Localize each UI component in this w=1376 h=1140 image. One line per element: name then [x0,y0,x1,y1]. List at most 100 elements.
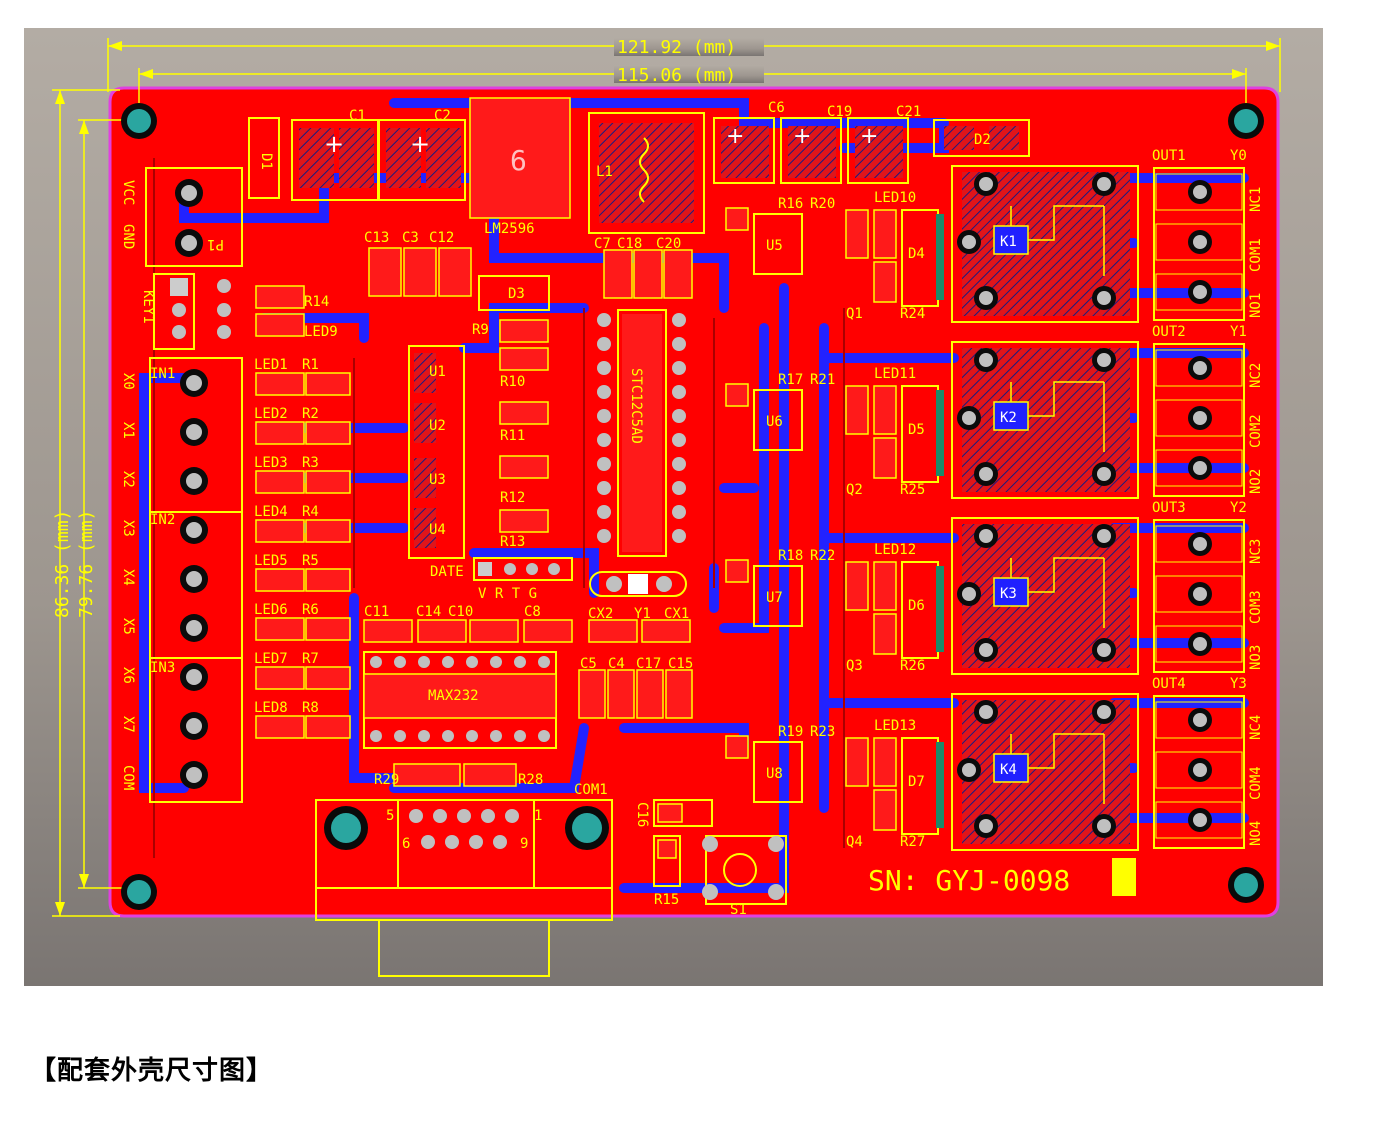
resistor-label: R18 [778,548,803,564]
label-in1: IN1 [150,366,175,382]
mcu-pin [672,361,686,375]
opto-outline [753,389,803,451]
label-c1: C1 [349,108,366,124]
diode-label: D5 [908,422,925,438]
terminal-pin-via [1193,537,1207,551]
resistor-pad [305,715,351,739]
com-label: COM4 [1248,766,1264,800]
input-led-label: LED7 [254,651,288,667]
terminal-pin-via [1193,713,1207,727]
input-resistor-label: R1 [302,357,319,373]
input-pin-label: X0 [120,373,136,390]
terminal-pin-via [1193,637,1207,651]
resistor-label: R21 [810,372,835,388]
label-c18: C18 [617,236,642,252]
max232-pin [418,730,430,742]
max232-pin [514,656,526,668]
terminal-cell [1155,751,1243,789]
terminal-cell [1155,173,1243,211]
mcu-pin [597,385,611,399]
label-in2: IN2 [150,512,175,528]
terminal-pin-via [1193,285,1207,299]
terminal-cell [1155,525,1243,563]
relay-contact-line [1010,381,1105,452]
input-terminal-via [186,767,202,783]
resistor-pad [873,261,897,303]
label-u1: U1 [429,364,446,380]
resistor-pad [845,737,869,787]
label-c19: C19 [827,104,852,120]
regulator-mark: 6 [510,144,527,177]
input-resistor-label: R6 [302,602,319,618]
transistor-label: Q1 [846,306,863,322]
resistor-pad [305,470,351,494]
svg-text:+: + [324,130,344,158]
label-c7: C7 [594,236,611,252]
max232-pin [394,730,406,742]
nc-label: NC2 [1248,363,1264,388]
serial-number: SN: GYJ-0098 [868,864,1070,897]
label-c6: C6 [768,100,785,116]
terminal-pin-via [1193,763,1207,777]
label-d1: D1 [258,153,274,170]
relay-label: K2 [1000,410,1017,426]
resistor-pad [725,207,749,231]
input-pin-label: X2 [120,471,136,488]
relay-pin-via [979,643,993,657]
transistor-label: Q3 [846,658,863,674]
label-d2: D2 [974,132,991,148]
no-label: NO4 [1248,821,1264,846]
label-mcu: STC12C5AD [628,368,644,444]
relay-pin-via [1097,177,1111,191]
input-terminal-via [186,571,202,587]
opto-label: U6 [766,414,783,430]
label-db-5: 5 [386,808,394,824]
resistor-pad [873,737,897,787]
mcu-pin [597,337,611,351]
input-led-label: LED2 [254,406,288,422]
relay-contact-line [1010,557,1105,628]
relay-pin-via [979,819,993,833]
terminal-cell [1155,801,1243,839]
mcu-pin [672,313,686,327]
relay-pin-via [1097,819,1111,833]
label-p1: P1 [207,236,224,252]
svg-text:+: + [726,124,744,149]
led-label: LED11 [874,366,916,382]
label-c14: C14 [416,604,441,620]
led-label: LED10 [874,190,916,206]
label-c21: C21 [896,104,921,120]
input-led-label: LED8 [254,700,288,716]
input-connector [149,357,243,803]
output-group-label: OUT4 [1152,676,1186,692]
db9-pins [409,809,519,849]
input-pin-label: X1 [120,422,136,439]
led-pad [255,568,305,592]
input-terminal-via [186,522,202,538]
outer-width-label: 121.92 (mm) [617,37,736,58]
relay-pin-via [962,235,976,249]
label-u2: U2 [429,418,446,434]
relay-outline [951,693,1139,851]
figure-caption: 【配套外壳尺寸图】 [30,1056,274,1086]
label-led9: LED9 [304,324,338,340]
output-terminal-block [1153,167,1245,321]
label-c3: C3 [402,230,419,246]
input-pin-label: X5 [120,618,136,635]
input-resistor-label: R7 [302,651,319,667]
relay-outline [951,165,1139,323]
opto-label: U8 [766,766,783,782]
resistor-label: R26 [900,658,925,674]
relay-contact-line [1010,205,1105,276]
db9-pin [409,809,423,823]
no-label: NO3 [1248,645,1264,670]
relay-pin-via [962,411,976,425]
mcu-pin [597,505,611,519]
resistor-pad [873,789,897,831]
outer-height-label: 86.36 (mm) [52,510,73,618]
opto-label: U7 [766,590,783,606]
led-pad [255,617,305,641]
label-vcc: VCC [120,180,136,205]
